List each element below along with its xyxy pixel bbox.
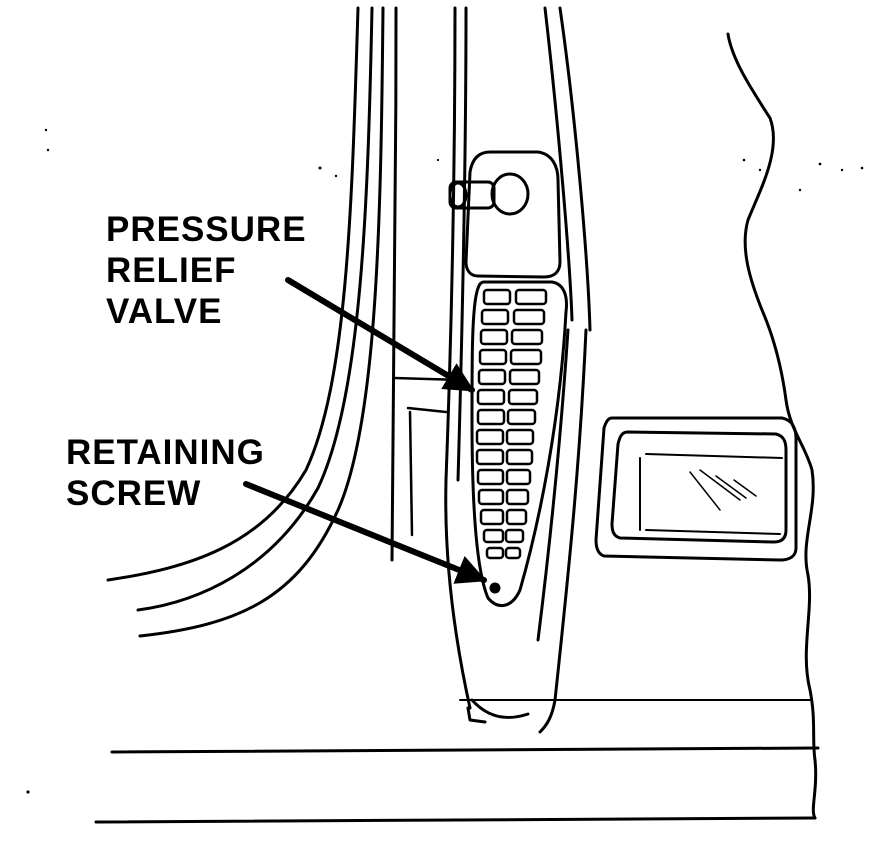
pressure-relief-valve xyxy=(470,280,568,607)
cutaway-edge xyxy=(726,32,818,820)
center-pillar xyxy=(444,6,592,734)
lower-body-lines xyxy=(94,699,820,824)
valve-label-line3: VALVE xyxy=(106,292,223,331)
screw-label-line2: SCREW xyxy=(66,474,202,513)
valve-label-line2: RELIEF xyxy=(106,251,237,290)
pillar-outer-curves xyxy=(106,6,398,638)
valve-label-line1: PRESSURE xyxy=(106,210,307,249)
screw-callout-arrow xyxy=(243,481,487,584)
door-striker xyxy=(448,150,562,279)
quarter-window xyxy=(594,416,798,562)
scan-speckles xyxy=(26,128,864,794)
screw-label-line1: RETAINING xyxy=(66,433,265,472)
retaining-screw-label: RETAINING SCREW xyxy=(66,432,265,514)
pressure-relief-valve-label: PRESSURE RELIEF VALVE xyxy=(106,209,307,332)
valve-callout-arrow xyxy=(285,277,475,393)
inner-trim xyxy=(392,376,464,537)
retaining-screw xyxy=(489,582,501,594)
